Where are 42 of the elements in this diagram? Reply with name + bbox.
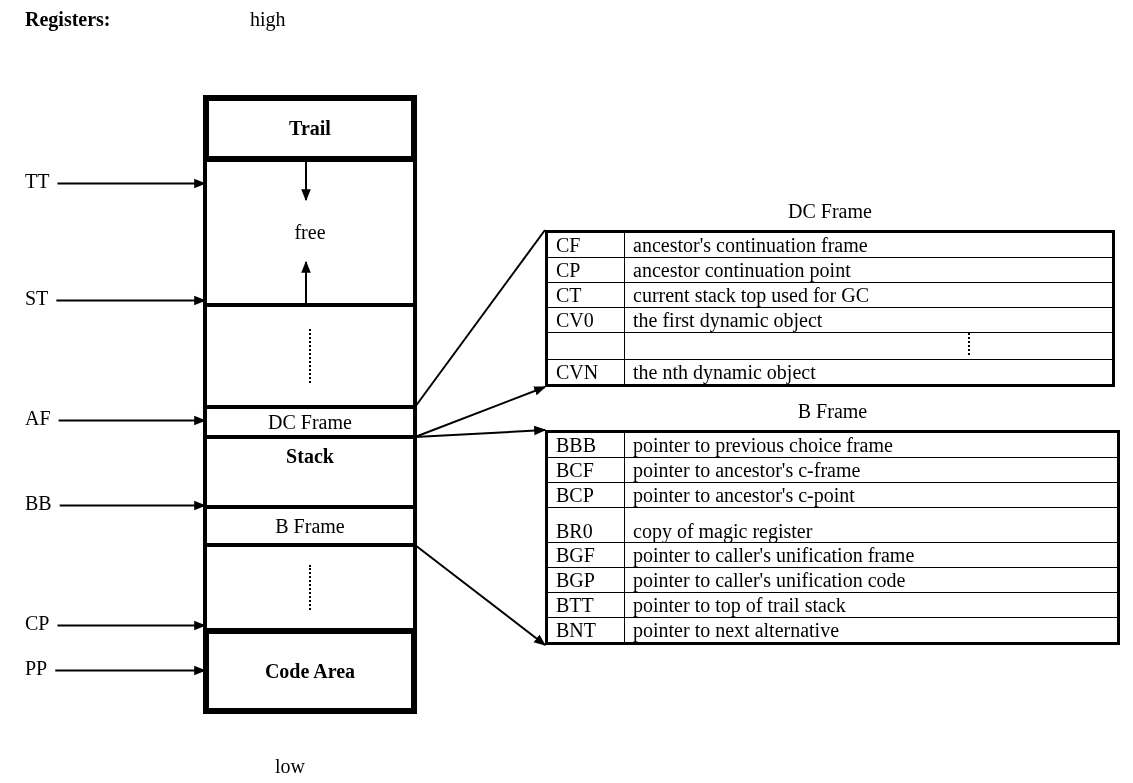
arrow bbox=[301, 159, 311, 202]
memory-segment bbox=[205, 545, 415, 630]
register-label: CP bbox=[25, 612, 50, 635]
table-cell: CP bbox=[546, 257, 625, 283]
end-label: high bbox=[250, 8, 286, 31]
memory-segment bbox=[205, 630, 415, 712]
table-cell: CF bbox=[546, 231, 625, 258]
table-title: DC Frame bbox=[787, 200, 873, 224]
table-cell: CV0 bbox=[546, 307, 625, 333]
table-cell: BCP bbox=[546, 482, 625, 508]
table-cell: BGP bbox=[546, 567, 625, 593]
arrow bbox=[414, 425, 547, 438]
end-label: low bbox=[275, 755, 305, 778]
table-cell: BBB bbox=[546, 431, 625, 458]
register-label: BB bbox=[25, 492, 52, 515]
register-label: PP bbox=[25, 657, 48, 680]
arrow bbox=[414, 544, 546, 646]
register-label: ST bbox=[25, 287, 49, 310]
table-cell: CT bbox=[546, 282, 625, 308]
segment-label: free bbox=[294, 221, 326, 244]
arrow bbox=[301, 260, 311, 306]
table-cell: BGF bbox=[546, 542, 625, 568]
frame-segment bbox=[205, 507, 415, 545]
frame-segment bbox=[205, 407, 415, 437]
table-cell: BTT bbox=[546, 592, 625, 618]
memory-segment bbox=[205, 305, 415, 407]
segment-label: DC Frame bbox=[268, 410, 352, 434]
segment-label: B Frame bbox=[275, 514, 345, 538]
table-cell: BCF bbox=[546, 457, 625, 483]
segment-label: Trail bbox=[289, 117, 331, 140]
table-title: B Frame bbox=[796, 400, 869, 424]
memory-segment bbox=[205, 437, 415, 507]
arrow bbox=[414, 386, 547, 438]
heading: Registers: bbox=[25, 8, 111, 31]
segment-label: Code Area bbox=[264, 659, 356, 683]
segment-label: Stack bbox=[286, 445, 334, 468]
register-label: TT bbox=[25, 170, 50, 193]
memory-segment bbox=[205, 160, 415, 305]
line bbox=[414, 229, 546, 408]
register-label: AF bbox=[25, 407, 51, 430]
memory-segment bbox=[205, 97, 415, 160]
table-cell: BR0 bbox=[546, 507, 625, 543]
